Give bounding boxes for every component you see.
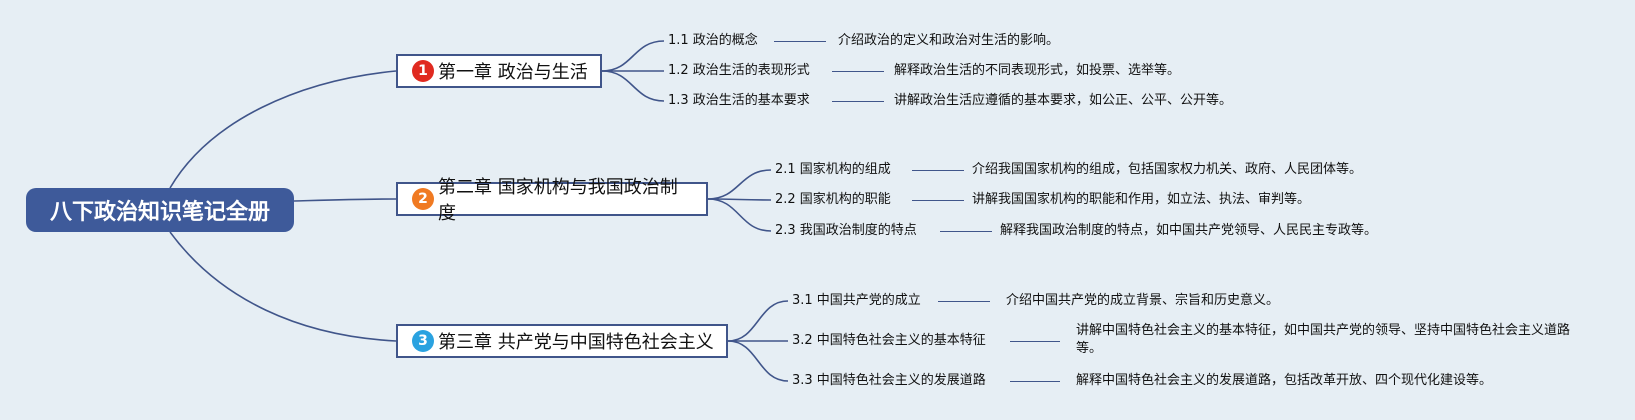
topic-description[interactable]: 介绍政治的定义和政治对生活的影响。 (838, 33, 1060, 48)
topic-label[interactable]: 2.2 国家机构的职能 (775, 192, 891, 207)
chapter-2-topic-3-link (707, 198, 772, 232)
chapter-node-3[interactable]: 3 第三章 共产党与中国特色社会主义 (396, 324, 728, 358)
topic-connector (940, 231, 992, 232)
chapter-3-topic-1-link (727, 300, 789, 342)
topic-label[interactable]: 3.2 中国特色社会主义的基本特征 (792, 333, 986, 348)
topic-label[interactable]: 2.3 我国政治制度的特点 (775, 223, 917, 238)
topic-description[interactable]: 解释政治生活的不同表现形式，如投票、选举等。 (894, 63, 1181, 78)
topic-connector (1010, 341, 1060, 342)
topic-description[interactable]: 介绍中国共产党的成立背景、宗旨和历史意义。 (1006, 293, 1280, 308)
chapter-number-badge: 3 (412, 330, 434, 352)
topic-description[interactable]: 讲解我国国家机构的职能和作用，如立法、执法、审判等。 (972, 192, 1311, 207)
topic-connector (938, 301, 990, 302)
topic-description[interactable]: 讲解中国特色社会主义的基本特征，如中国共产党的领导、坚持中国特色社会主义道路等。 (1076, 323, 1571, 356)
root-to-chapter-2-link (293, 198, 397, 202)
topic-description[interactable]: 解释中国特色社会主义的发展道路，包括改革开放、四个现代化建设等。 (1076, 373, 1493, 388)
topic-label[interactable]: 1.3 政治生活的基本要求 (668, 93, 810, 108)
root-node[interactable]: 八下政治知识笔记全册 (26, 188, 294, 232)
topic-label[interactable]: 1.1 政治的概念 (668, 33, 758, 48)
chapter-title: 第一章 政治与生活 (438, 62, 588, 83)
topic-description[interactable]: 介绍我国国家机构的组成，包括国家权力机关、政府、人民团体等。 (972, 162, 1363, 177)
topic-connector (774, 41, 826, 42)
chapter-3-topic-3-link (727, 340, 789, 382)
chapter-1-topic-1-link (601, 40, 665, 72)
chapter-node-1[interactable]: 1 第一章 政治与生活 (396, 54, 602, 88)
topic-connector (832, 101, 884, 102)
chapter-title: 第三章 共产党与中国特色社会主义 (438, 332, 714, 353)
topic-connector (912, 170, 964, 171)
topic-label[interactable]: 3.3 中国特色社会主义的发展道路 (792, 373, 986, 388)
root-to-chapter-3-link (169, 231, 397, 342)
chapter-node-2[interactable]: 2 第二章 国家机构与我国政治制度 (396, 177, 708, 224)
topic-label[interactable]: 2.1 国家机构的组成 (775, 162, 891, 177)
chapter-1-topic-3-link (601, 70, 665, 102)
topic-connector (912, 200, 964, 201)
chapter-title: 第二章 国家机构与我国政治制度 (438, 177, 678, 224)
root-to-chapter-1-link (169, 70, 397, 189)
topic-label[interactable]: 3.1 中国共产党的成立 (792, 293, 921, 308)
chapter-number-badge: 2 (412, 188, 434, 210)
root-title: 八下政治知识笔记全册 (49, 200, 270, 225)
topic-description[interactable]: 解释我国政治制度的特点，如中国共产党领导、人民民主专政等。 (1000, 223, 1378, 238)
chapter-number-badge: 1 (412, 60, 434, 82)
topic-description[interactable]: 讲解政治生活应遵循的基本要求，如公正、公平、公开等。 (894, 93, 1233, 108)
topic-connector (832, 71, 884, 72)
topic-label[interactable]: 1.2 政治生活的表现形式 (668, 63, 810, 78)
chapter-2-topic-1-link (707, 169, 772, 200)
topic-connector (1010, 381, 1060, 382)
